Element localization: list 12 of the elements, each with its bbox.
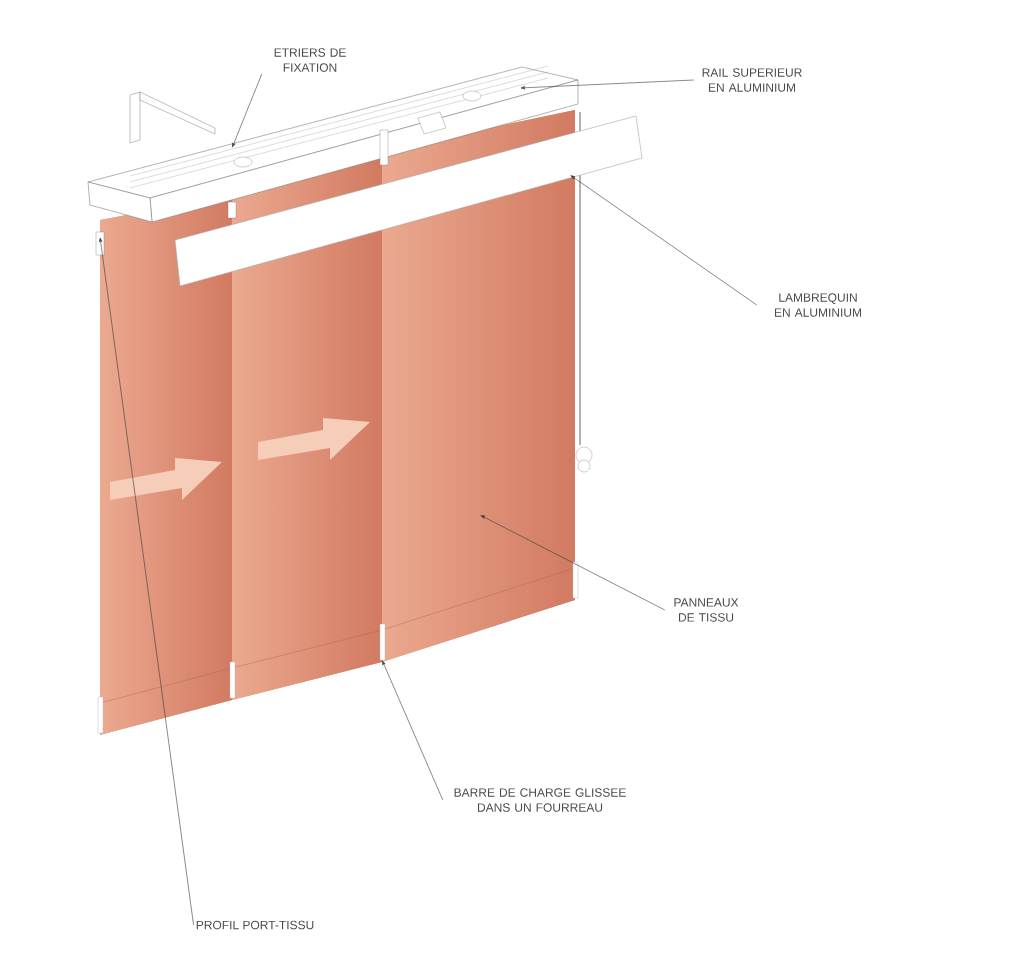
callout-label: LAMBREQUIN EN ALUMINIUM <box>775 293 861 317</box>
leader-line <box>520 79 695 90</box>
leader-line <box>232 73 263 148</box>
callout-label: BARRE DE CHARGE GLISSEE DANS UN FOURREAU <box>454 788 626 812</box>
leader-line <box>99 237 194 926</box>
callout-label: ETRIERS DE FIXATION <box>274 48 346 72</box>
leader-line <box>570 175 758 306</box>
leader-line <box>480 515 666 611</box>
callout-label: RAIL SUPERIEUR EN ALUMINIUM <box>702 68 802 92</box>
callout-label: PROFIL PORT-TISSU <box>196 920 314 930</box>
leader-line <box>382 660 444 801</box>
callout-label: PANNEAUX DE TISSU <box>674 598 739 622</box>
